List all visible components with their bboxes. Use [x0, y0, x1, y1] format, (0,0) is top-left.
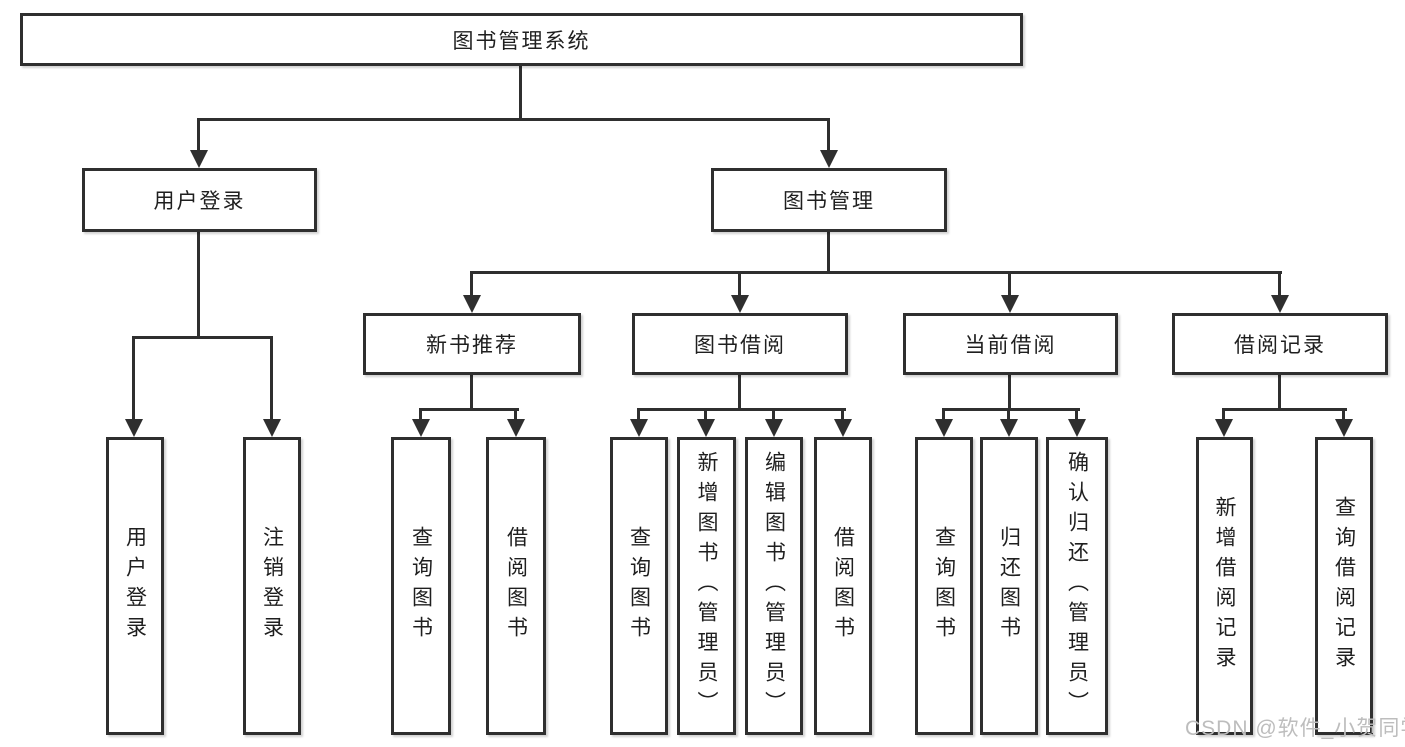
leaf-label: 查询图书: [932, 526, 956, 646]
arrow-down-icon: [1215, 419, 1233, 437]
leaf-query-books-borrowing: 查询图书: [610, 437, 668, 735]
arrow-down-icon: [263, 419, 281, 437]
leaf-label: 查询图书: [627, 526, 651, 646]
arrow-down-icon: [765, 419, 783, 437]
node-user-login: 用户登录: [82, 168, 317, 232]
leaf-label: 借阅图书: [504, 526, 528, 646]
connector-group3-down: [738, 375, 741, 410]
arrow-down-icon: [834, 419, 852, 437]
connector-group4-horizontal: [942, 408, 1080, 411]
arrow-down-icon: [507, 419, 525, 437]
connector-level2-horizontal: [197, 118, 830, 121]
node-label: 当前借阅: [964, 334, 1057, 357]
connector-level3-horizontal: [470, 271, 1282, 274]
leaf-label: 新增借阅记录: [1213, 496, 1236, 676]
node-label: 图书管理: [783, 190, 875, 213]
node-new-book-recommendation: 新书推荐: [363, 313, 581, 375]
node-label: 用户登录: [153, 190, 246, 213]
arrow-down-icon: [935, 419, 953, 437]
connector-group1-horizontal: [132, 336, 273, 339]
connector-stub-leaf: [942, 408, 945, 421]
connector-stub-leaf: [841, 408, 844, 421]
connector-stub-leaf: [132, 336, 135, 421]
connector-root-down: [519, 66, 522, 118]
connector-stub-leaf: [1007, 408, 1010, 421]
leaf-label: 查询图书: [409, 526, 433, 646]
connector-group2-horizontal: [419, 408, 519, 411]
leaf-label: 注销登录: [260, 526, 284, 646]
connector-stub-leaf: [637, 408, 640, 421]
node-book-borrowing: 图书借阅: [632, 313, 848, 375]
arrow-down-icon: [1271, 295, 1289, 313]
connector-group2-down: [470, 375, 473, 410]
arrow-down-icon: [1000, 419, 1018, 437]
leaf-query-books-recommend: 查询图书: [391, 437, 451, 735]
leaf-query-books-current: 查询图书: [915, 437, 973, 735]
connector-stub-leaf: [704, 408, 707, 421]
connector-group4-down: [1008, 375, 1011, 410]
leaf-label: 新增图书（管理员）: [695, 451, 718, 721]
connector-group5-horizontal: [1222, 408, 1347, 411]
arrow-down-icon: [412, 419, 430, 437]
leaf-add-borrow-record: 新增借阅记录: [1196, 437, 1253, 735]
arrow-down-icon: [1001, 295, 1019, 313]
leaf-label: 确认归还（管理员）: [1065, 451, 1089, 721]
leaf-user-login: 用户登录: [106, 437, 164, 735]
connector-stub-leaf: [1222, 408, 1225, 421]
leaf-label: 编辑图书（管理员）: [762, 451, 786, 721]
arrow-down-icon: [1335, 419, 1353, 437]
leaf-query-borrow-record: 查询借阅记录: [1315, 437, 1373, 735]
connector-stub-leaf: [1342, 408, 1345, 421]
node-root-system: 图书管理系统: [20, 13, 1023, 66]
arrow-down-icon: [463, 295, 481, 313]
leaf-label: 归还图书: [997, 526, 1021, 646]
connector-stub-level3: [1278, 271, 1281, 297]
arrow-down-icon: [190, 150, 208, 168]
connector-user-login-down: [197, 232, 200, 338]
arrow-down-icon: [630, 419, 648, 437]
node-label: 图书借阅: [694, 334, 786, 357]
leaf-confirm-return-admin: 确认归还（管理员）: [1046, 437, 1108, 735]
leaf-add-books-admin: 新增图书（管理员）: [677, 437, 736, 735]
connector-stub-user-login: [197, 118, 200, 152]
node-book-management: 图书管理: [711, 168, 947, 232]
connector-stub-level3: [470, 271, 473, 297]
arrow-down-icon: [731, 295, 749, 313]
connector-stub-leaf: [270, 336, 273, 421]
connector-stub-book-management: [827, 118, 830, 152]
connector-stub-leaf: [772, 408, 775, 421]
arrow-down-icon: [1068, 419, 1086, 437]
connector-stub-leaf: [514, 408, 517, 421]
node-current-borrowing: 当前借阅: [903, 313, 1118, 375]
connector-group5-down: [1278, 375, 1281, 410]
connector-stub-leaf: [419, 408, 422, 421]
node-label: 新书推荐: [426, 334, 518, 357]
connector-stub-leaf: [1075, 408, 1078, 421]
leaf-label: 查询借阅记录: [1332, 496, 1356, 676]
arrow-down-icon: [697, 419, 715, 437]
csdn-watermark: CSDN @软件_小贺同学: [1185, 717, 1405, 740]
node-label: 图书管理系统: [452, 29, 591, 53]
connector-stub-level3: [1008, 271, 1011, 297]
arrow-down-icon: [125, 419, 143, 437]
leaf-label: 用户登录: [123, 526, 147, 646]
node-borrowing-records: 借阅记录: [1172, 313, 1388, 375]
connector-stub-level3: [738, 271, 741, 297]
leaf-borrow-books-recommend: 借阅图书: [486, 437, 546, 735]
leaf-label: 借阅图书: [831, 526, 855, 646]
leaf-return-books: 归还图书: [980, 437, 1038, 735]
leaf-logout: 注销登录: [243, 437, 301, 735]
leaf-borrow-books: 借阅图书: [814, 437, 872, 735]
leaf-edit-books-admin: 编辑图书（管理员）: [745, 437, 803, 735]
connector-book-management-down: [827, 232, 830, 273]
node-label: 借阅记录: [1234, 334, 1326, 357]
arrow-down-icon: [820, 150, 838, 168]
connector-group3-horizontal: [637, 408, 846, 411]
